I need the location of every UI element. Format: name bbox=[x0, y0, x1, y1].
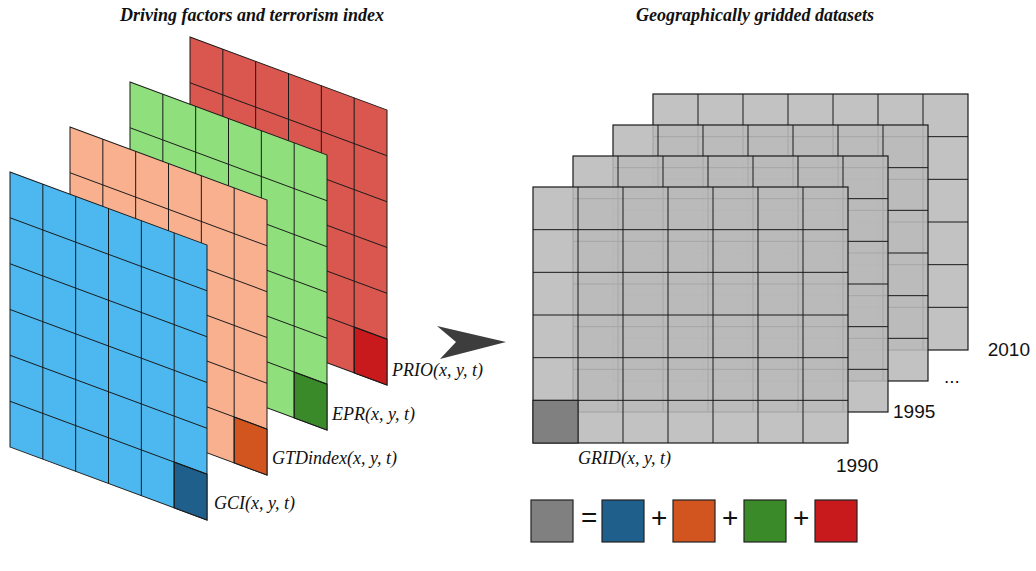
arrow bbox=[437, 326, 506, 359]
grid-label: GRID(x, y, t) bbox=[578, 449, 671, 469]
highlight-cell bbox=[533, 400, 578, 443]
layer-label: GTDindex(x, y, t) bbox=[272, 449, 397, 469]
panel-heading: Geographically gridded datasets bbox=[636, 6, 874, 26]
grid-line bbox=[10, 310, 207, 383]
grid-face bbox=[533, 187, 848, 443]
factor-layers bbox=[10, 37, 387, 520]
grid-line bbox=[533, 400, 848, 401]
plus-sign: + bbox=[651, 503, 667, 534]
equation-swatches bbox=[531, 500, 857, 542]
grid-line bbox=[533, 357, 848, 358]
plus-sign: + bbox=[722, 503, 738, 534]
grid-line bbox=[141, 221, 142, 496]
grid-line bbox=[174, 233, 175, 508]
layer-label: PRIO(x, y, t) bbox=[392, 361, 483, 381]
year-label: ... bbox=[944, 367, 960, 388]
equals-sign: = bbox=[581, 503, 597, 534]
grid-line bbox=[294, 143, 295, 418]
grid-line bbox=[354, 98, 355, 373]
grid-line bbox=[234, 188, 235, 463]
grid-line bbox=[533, 315, 848, 316]
highlight-cell bbox=[174, 462, 207, 520]
year-label: 1990 bbox=[836, 456, 878, 477]
grid-line bbox=[10, 401, 207, 474]
gci-layer bbox=[10, 172, 207, 520]
grid-line bbox=[10, 355, 207, 428]
highlight-cell bbox=[294, 372, 327, 430]
grid-line bbox=[533, 272, 848, 273]
year-grids bbox=[533, 94, 968, 443]
panel-heading: Driving factors and terrorism index bbox=[120, 6, 384, 26]
year-grid bbox=[533, 187, 848, 443]
year-label: 2010 bbox=[988, 340, 1030, 361]
layer-face bbox=[10, 172, 207, 520]
highlight-cell bbox=[234, 417, 267, 475]
layer-label: EPR(x, y, t) bbox=[332, 405, 415, 425]
highlight-cell bbox=[354, 327, 387, 385]
layer-label: GCI(x, y, t) bbox=[214, 494, 295, 514]
plus-sign: + bbox=[793, 503, 809, 534]
year-label: 1995 bbox=[893, 402, 935, 423]
grid-line bbox=[533, 229, 848, 230]
